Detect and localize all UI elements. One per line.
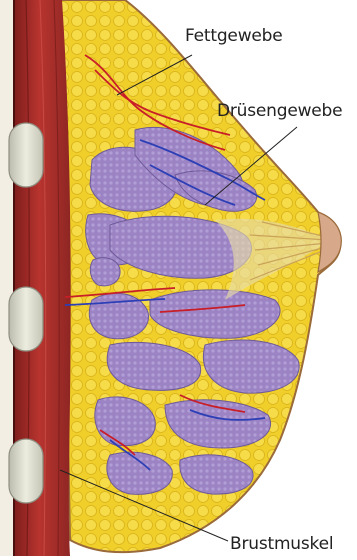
nipple [318,212,341,272]
label-chest-muscle: Brustmuskel [230,534,333,554]
label-glandular-tissue: Drüsengewebe [217,101,342,121]
label-fat-tissue: Fettgewebe [185,26,283,46]
ribs [9,123,43,503]
